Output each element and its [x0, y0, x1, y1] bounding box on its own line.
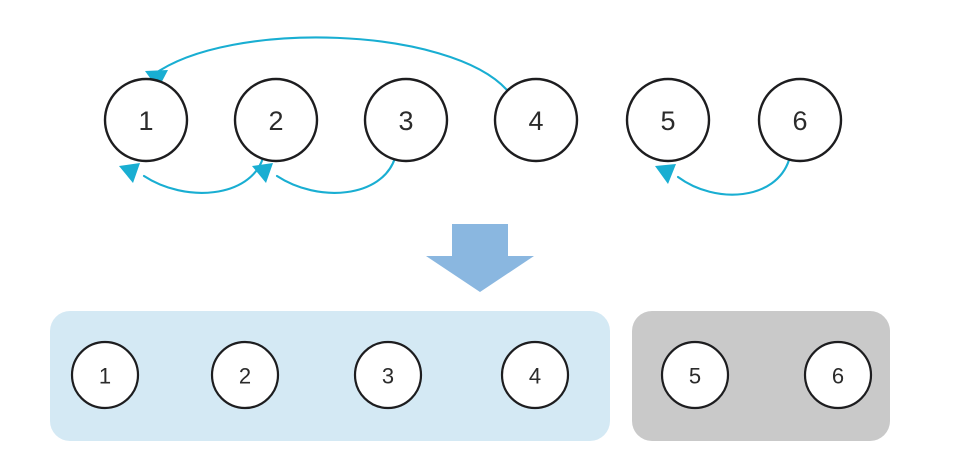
node-top-1-label: 1: [138, 106, 153, 136]
node-top-2[interactable]: 2: [233, 77, 319, 163]
node-blue-3-circle: [353, 340, 423, 410]
node-blue-2-circle: [210, 340, 280, 410]
node-gray-6-label: 6: [832, 364, 844, 389]
node-blue-4[interactable]: 4: [500, 340, 570, 410]
node-top-2-label: 2: [268, 106, 283, 136]
down-arrow-shape: [426, 224, 534, 292]
node-gray-6-circle: [803, 340, 873, 410]
top-row-nodes: 1 2 3 4 5 6: [103, 77, 843, 163]
edge-6-to-5[interactable]: [676, 158, 791, 196]
node-gray-5-label: 5: [689, 364, 701, 389]
node-top-4-label: 4: [528, 106, 543, 136]
node-top-4[interactable]: 4: [493, 77, 579, 163]
node-top-3[interactable]: 3: [363, 77, 449, 163]
node-blue-2-label: 2: [239, 364, 251, 389]
node-blue-1[interactable]: 1: [70, 340, 140, 410]
node-blue-1-label: 1: [99, 364, 111, 389]
node-top-5-circle: [625, 77, 711, 163]
node-blue-1-circle: [70, 340, 140, 410]
node-blue-3-label: 3: [382, 364, 394, 389]
node-top-6-circle: [757, 77, 843, 163]
node-gray-6[interactable]: 6: [803, 340, 873, 410]
node-top-3-label: 3: [398, 106, 413, 136]
node-top-5-label: 5: [660, 106, 675, 136]
edge-3-to-2-arrowhead: [252, 163, 273, 183]
node-blue-4-label: 4: [529, 364, 541, 389]
group-boxes-layer: [50, 311, 890, 441]
edge-2-to-1-arrowhead: [119, 163, 140, 183]
node-top-6[interactable]: 6: [757, 77, 843, 163]
edge-6-to-5-arrowhead: [655, 164, 676, 184]
edge-4-to-1[interactable]: [151, 36, 509, 92]
node-gray-5[interactable]: 5: [660, 340, 730, 410]
node-blue-4-circle: [500, 340, 570, 410]
group-blue-nodes: 1 2 3 4: [70, 340, 570, 410]
node-top-1-circle: [103, 77, 189, 163]
group-box-blue[interactable]: [50, 311, 610, 441]
node-top-6-label: 6: [792, 106, 807, 136]
node-top-2-circle: [233, 77, 319, 163]
node-gray-5-circle: [660, 340, 730, 410]
node-blue-2[interactable]: 2: [210, 340, 280, 410]
node-top-4-circle: [493, 77, 579, 163]
node-top-5[interactable]: 5: [625, 77, 711, 163]
node-top-3-circle: [363, 77, 449, 163]
node-blue-3[interactable]: 3: [353, 340, 423, 410]
edge-2-to-1[interactable]: [142, 156, 265, 194]
node-top-1[interactable]: 1: [103, 77, 189, 163]
edge-3-to-2[interactable]: [275, 156, 397, 194]
group-gray-nodes: 5 6: [660, 340, 873, 410]
down-arrow-icon: [426, 224, 534, 292]
